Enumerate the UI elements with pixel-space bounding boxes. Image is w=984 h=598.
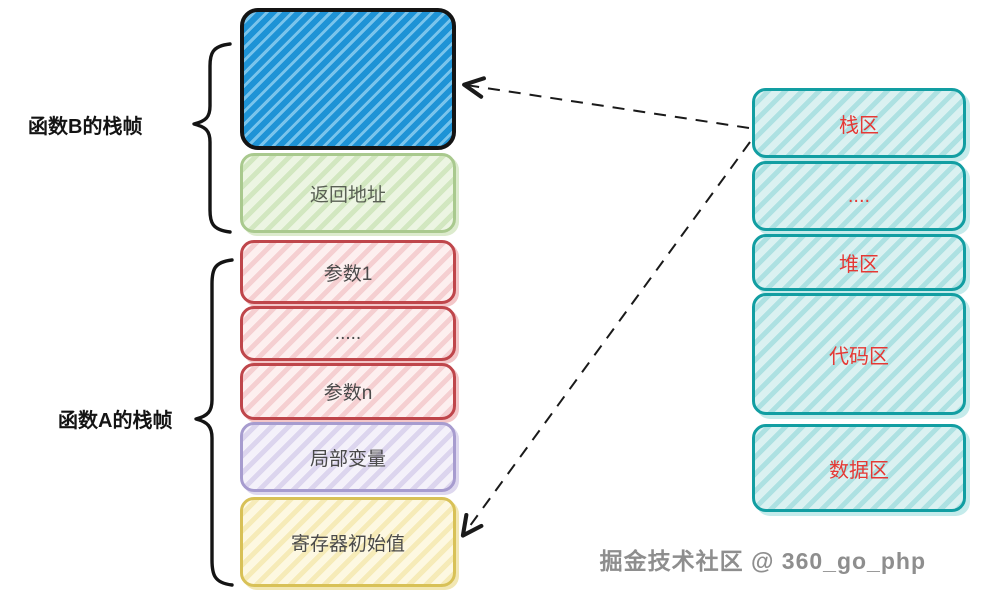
box-frame-b-body [240,8,456,150]
label-function-a-frame: 函数A的栈帧 [58,410,173,432]
box-area-ellipsis: .... [752,161,966,231]
box-local-variables-label: 局部变量 [309,448,386,470]
brace-function-a [194,258,234,587]
box-param-ellipsis-label: ..... [334,322,362,344]
watermark-text: 掘金技术社区 @ 360_go_php [599,548,926,574]
arrow-stack-to-register [460,141,751,538]
box-param-1-label: 参数1 [323,263,373,285]
box-heap-area-label: 堆区 [839,254,879,276]
box-param-1: 参数1 [240,240,456,304]
box-return-address: 返回地址 [240,153,456,233]
box-return-address-label: 返回地址 [309,184,386,206]
box-register-initial-value: 寄存器初始值 [240,497,456,587]
box-stack-area: 栈区 [752,88,966,158]
box-param-n-label: 参数n [323,383,373,404]
box-area-ellipsis-label: .... [847,184,871,207]
box-register-initial-value-label: 寄存器初始值 [290,533,405,555]
box-stack-area-label: 栈区 [839,114,879,137]
label-function-b-frame: 函数B的栈帧 [28,116,143,138]
box-param-ellipsis: ..... [240,306,456,361]
brace-function-b [192,42,232,234]
arrow-stack-to-frame-top [462,76,750,129]
box-local-variables: 局部变量 [240,422,456,492]
box-heap-area: 堆区 [752,234,966,291]
box-data-area: 数据区 [752,424,966,512]
box-data-area-label: 数据区 [829,459,889,482]
box-code-area-label: 代码区 [829,345,889,368]
box-param-n: 参数n [240,363,456,420]
box-code-area: 代码区 [752,293,966,415]
